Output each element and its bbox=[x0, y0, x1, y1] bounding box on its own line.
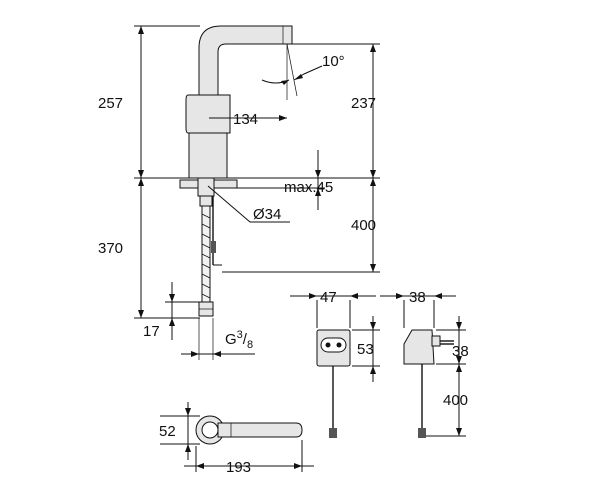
dim-cable-length: 400 bbox=[443, 392, 468, 409]
power-supply-front bbox=[290, 293, 380, 438]
dim-reach: 134 bbox=[233, 111, 258, 128]
thread-numerator: 3 bbox=[237, 329, 243, 341]
dim-base-depth: 52 bbox=[159, 423, 176, 440]
dim-box-width: 47 bbox=[320, 289, 337, 306]
dim-base-length: 193 bbox=[226, 459, 251, 476]
dim-hole-diameter: Ø34 bbox=[253, 206, 281, 223]
dim-max-deck: max.45 bbox=[284, 179, 333, 196]
dim-total-height: 257 bbox=[98, 95, 123, 112]
dim-box-height: 53 bbox=[357, 341, 374, 358]
dim-thread: G3/8 bbox=[225, 329, 253, 351]
thread-slash: / bbox=[243, 331, 248, 348]
dim-angle: 10° bbox=[322, 53, 345, 70]
dim-below-deck: 400 bbox=[351, 217, 376, 234]
dim-plug-height: 38 bbox=[452, 343, 469, 360]
dim-connector-height: 17 bbox=[143, 323, 160, 340]
dimension-lines bbox=[134, 25, 380, 360]
base-top-view bbox=[160, 402, 314, 472]
faucet-body bbox=[150, 25, 293, 317]
thread-prefix: G bbox=[225, 331, 237, 348]
dim-hose-length: 370 bbox=[98, 240, 123, 257]
dimension-labels: 257 134 237 10° max.45 Ø34 400 370 17 G3… bbox=[98, 53, 469, 476]
power-supply-side bbox=[380, 293, 466, 438]
dim-spout-height: 237 bbox=[351, 95, 376, 112]
thread-denominator: 8 bbox=[247, 339, 253, 351]
dim-plug-width: 38 bbox=[409, 289, 426, 306]
